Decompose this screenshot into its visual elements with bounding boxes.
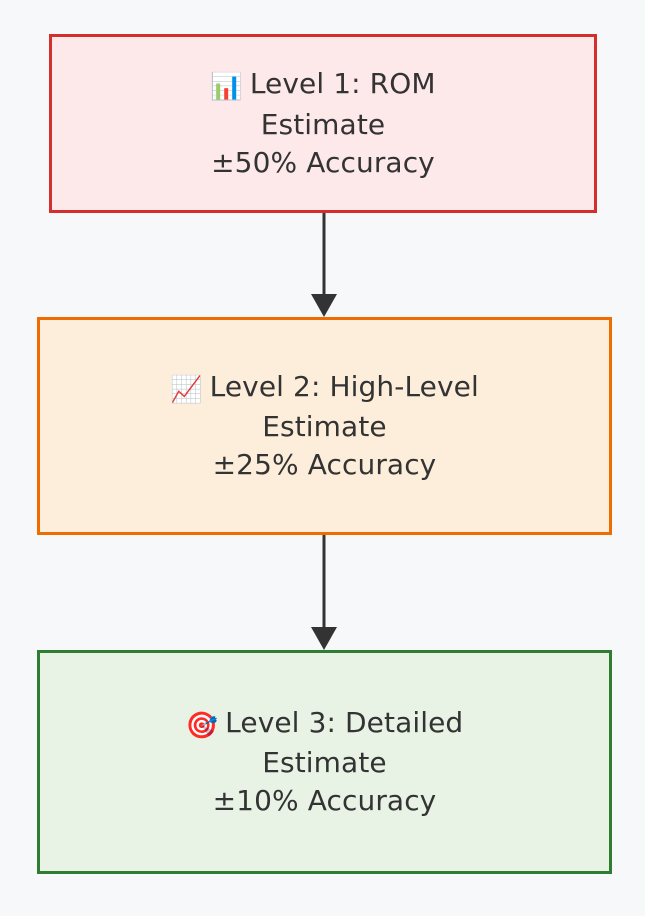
node-level-1-title-line: 📊Level 1: ROM Estimate: [158, 65, 488, 143]
node-level-3[interactable]: 🎯Level 3: Detailed Estimate ±10% Accurac…: [37, 650, 612, 874]
node-level-2[interactable]: 📈Level 2: High-Level Estimate ±25% Accur…: [37, 317, 612, 535]
node-level-2-accuracy: ±25% Accuracy: [212, 448, 437, 482]
bar-chart-icon: 📊: [210, 72, 243, 103]
direct-hit-icon: 🎯: [185, 710, 219, 741]
chart-increasing-icon: 📈: [170, 374, 203, 405]
node-level-2-title-line: 📈Level 2: High-Level Estimate: [160, 368, 490, 446]
node-level-3-title: Level 3: Detailed Estimate: [225, 705, 464, 780]
edge-level1-to-level2: [311, 213, 337, 317]
node-level-1-accuracy: ±50% Accuracy: [211, 145, 435, 179]
node-level-1-title: Level 1: ROM Estimate: [249, 67, 436, 141]
node-level-2-title: Level 2: High-Level Estimate: [209, 369, 479, 444]
node-level-3-accuracy: ±10% Accuracy: [212, 784, 437, 818]
node-level-3-title-line: 🎯Level 3: Detailed Estimate: [160, 704, 490, 782]
node-level-1[interactable]: 📊Level 1: ROM Estimate ±50% Accuracy: [49, 34, 597, 213]
edge-level2-to-level3: [311, 535, 337, 650]
